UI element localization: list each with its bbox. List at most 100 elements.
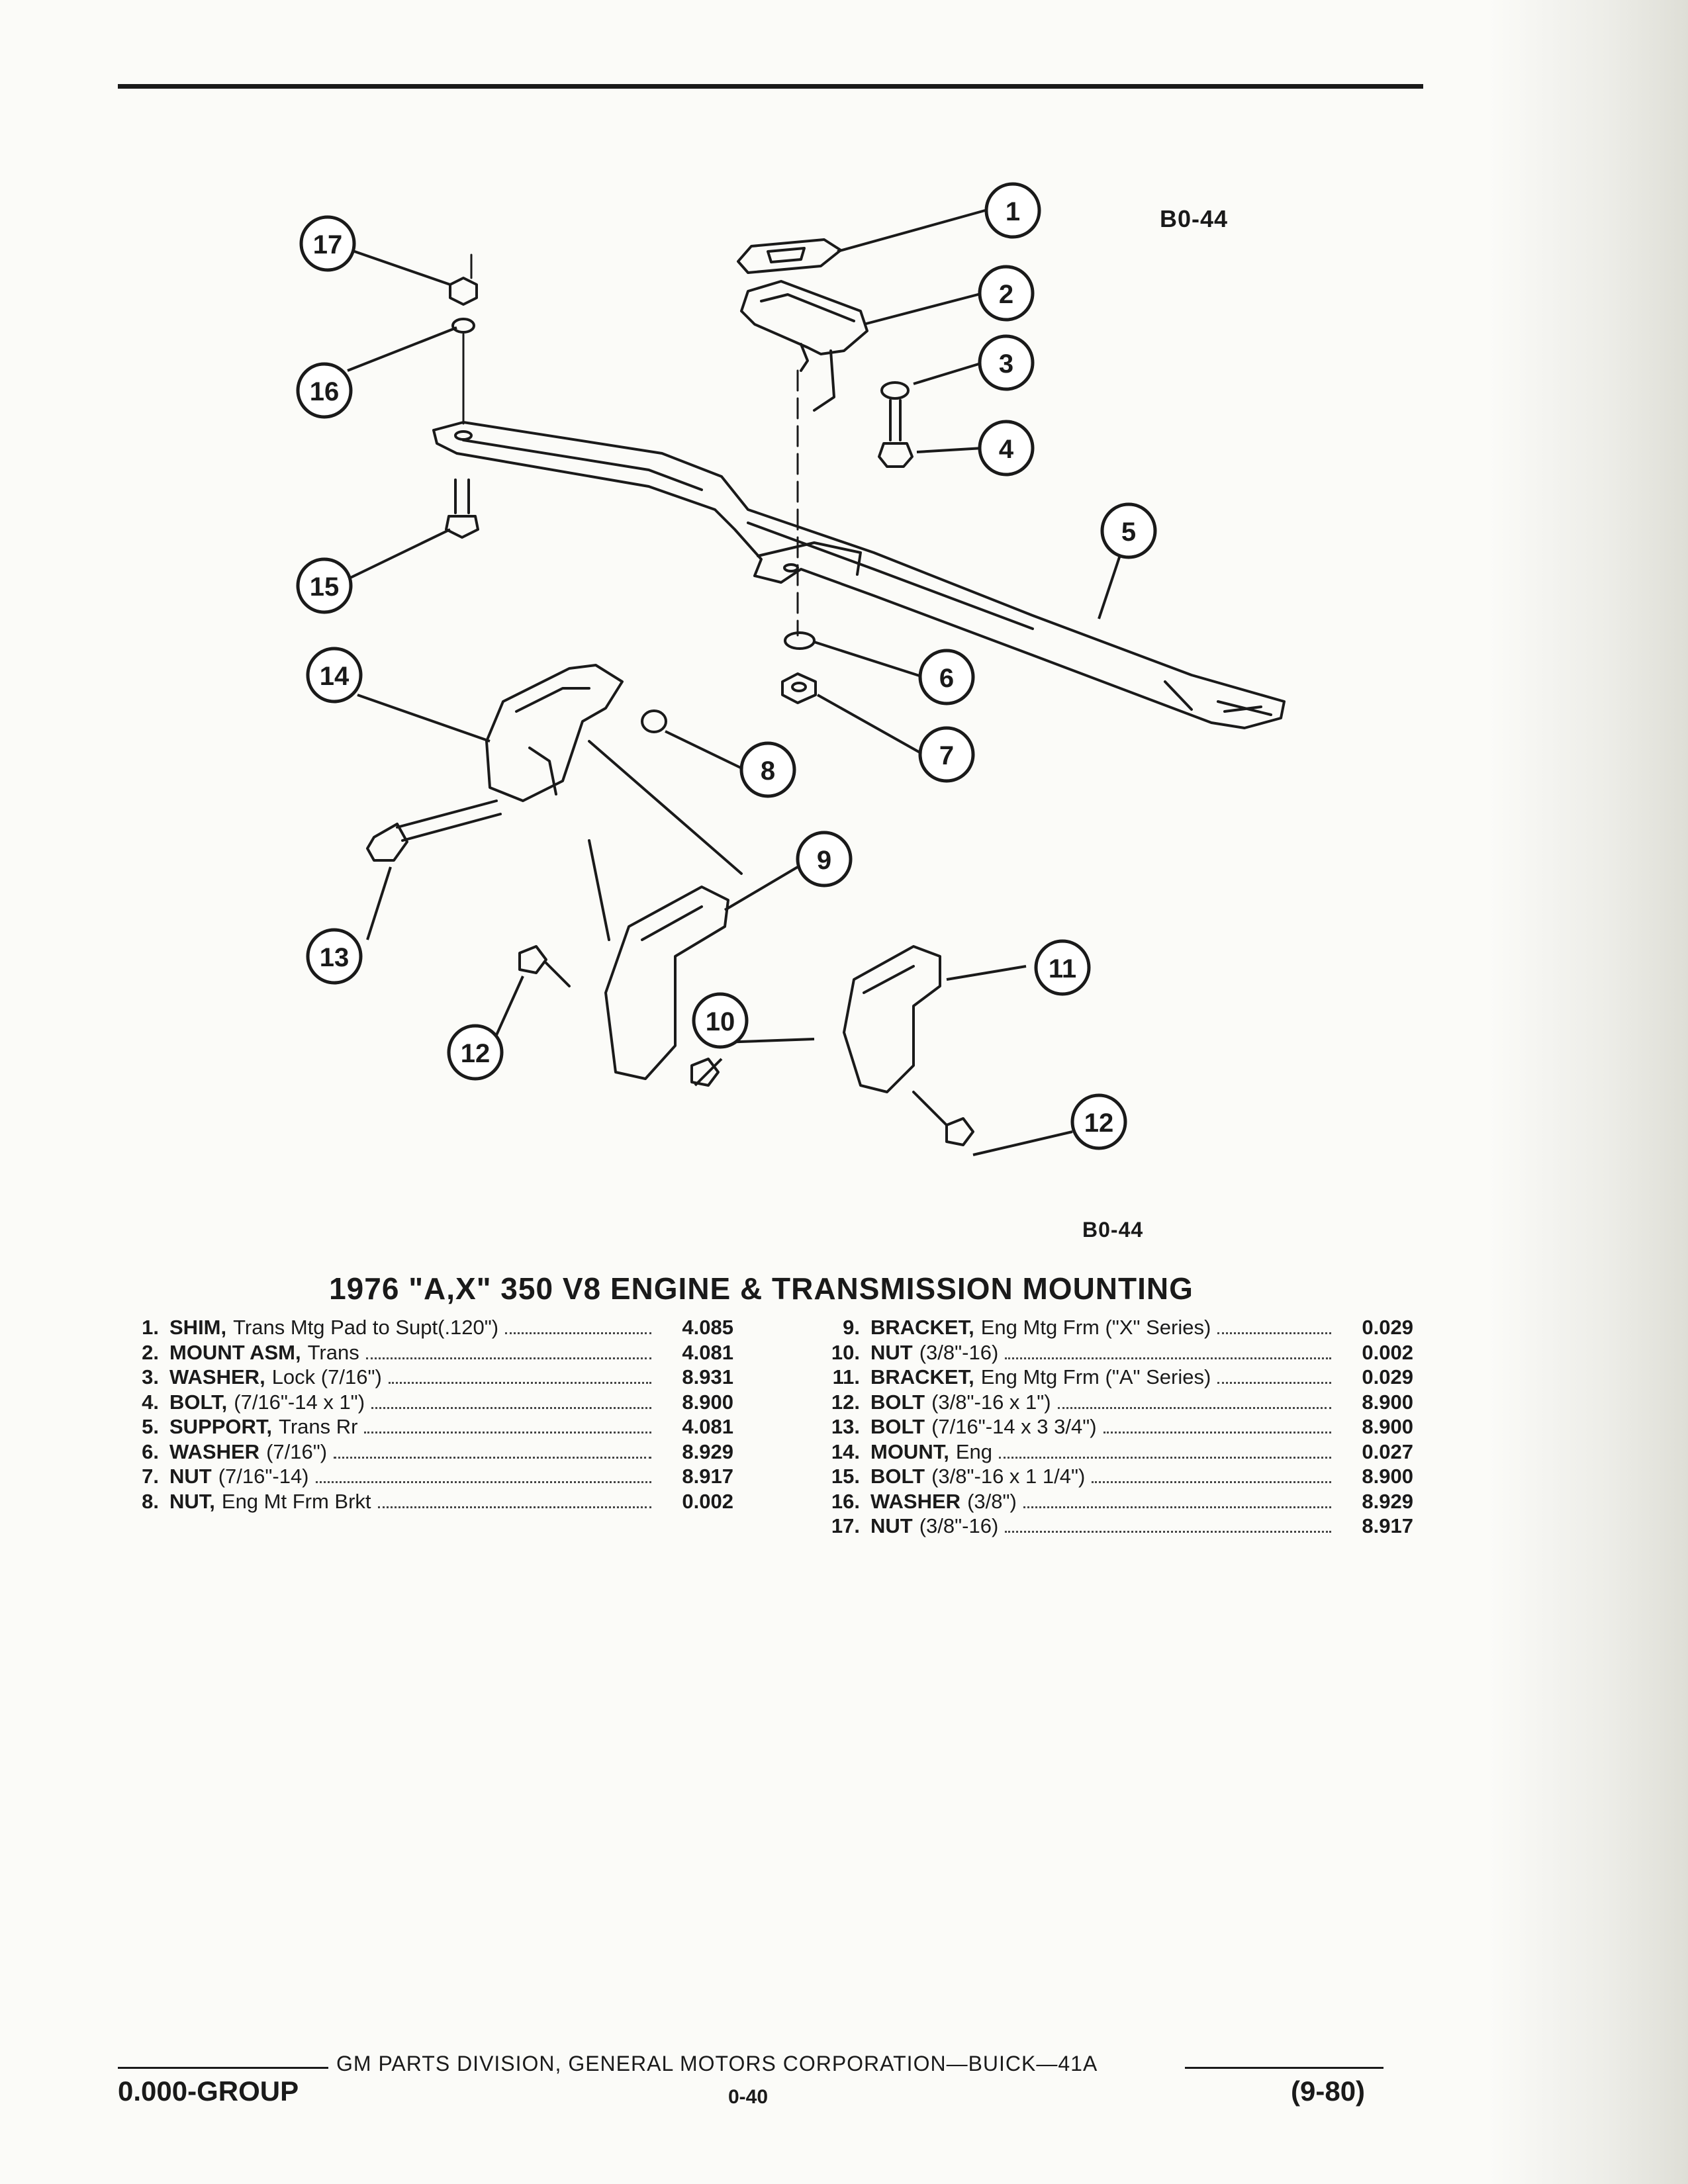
- top-rule: [118, 84, 1423, 89]
- part-group-code: 0.029: [1362, 1365, 1413, 1388]
- part-name: BOLT: [870, 1465, 925, 1488]
- dot-leader: [1057, 1406, 1331, 1409]
- nut-7-drawing: [781, 672, 817, 704]
- dot-leader: [1005, 1357, 1331, 1359]
- callout-12-right: 12: [1084, 1109, 1114, 1138]
- part-name: WASHER: [870, 1489, 961, 1513]
- part-row: 10.NUT(3/8"-16)0.002: [791, 1341, 1413, 1366]
- part-number: 3.: [142, 1365, 159, 1388]
- nut-17-drawing: [449, 277, 478, 306]
- trans-mount-drawing: [740, 280, 868, 412]
- part-row: 12.BOLT(3/8"-16 x 1")8.900: [791, 1390, 1413, 1416]
- dot-leader: [999, 1456, 1331, 1459]
- part-number: 12.: [831, 1390, 860, 1414]
- figure-code-bottom: B0-44: [1082, 1218, 1144, 1242]
- part-group-code: 0.027: [1362, 1439, 1413, 1463]
- part-row: 11.BRACKET,Eng Mtg Frm ("A" Series)0.029: [791, 1365, 1413, 1390]
- part-row: 7.NUT(7/16"-14)8.917: [118, 1465, 733, 1490]
- part-number: 6.: [142, 1439, 159, 1463]
- part-row: 1.SHIM,Trans Mtg Pad to Supt(.120")4.085: [118, 1316, 733, 1341]
- part-number: 13.: [831, 1415, 860, 1438]
- footer-rule-right: [1185, 2067, 1383, 2069]
- bolt-4-drawing: [878, 399, 914, 468]
- bolt-12-left-drawing: [518, 945, 571, 987]
- part-number: 8.: [142, 1489, 159, 1513]
- part-row: 3.WASHER,Lock (7/16")8.931: [118, 1365, 733, 1390]
- dot-leader: [377, 1506, 651, 1508]
- part-description: Eng Mt Frm Brkt: [221, 1489, 371, 1513]
- callout-1: 1: [1006, 197, 1020, 226]
- footer-page-number: 0-40: [728, 2086, 769, 2108]
- callout-6: 6: [939, 664, 954, 693]
- part-row: 16.WASHER(3/8")8.929: [791, 1490, 1413, 1515]
- part-number: 10.: [831, 1340, 860, 1364]
- callout-13: 13: [320, 943, 350, 972]
- part-name: SUPPORT,: [169, 1415, 273, 1438]
- part-description: (3/8"-16): [919, 1340, 999, 1364]
- part-description: (3/8"-16): [919, 1514, 999, 1537]
- page-title: 1976 "A,X" 350 V8 ENGINE & TRANSMISSION …: [329, 1271, 1194, 1306]
- part-name: NUT,: [169, 1489, 215, 1513]
- nut-10-drawing: [690, 1058, 720, 1087]
- part-group-code: 0.002: [682, 1489, 733, 1513]
- part-description: (7/16"): [266, 1439, 328, 1463]
- part-description: Eng Mtg Frm ("X" Series): [980, 1316, 1211, 1339]
- part-group-code: 8.900: [1362, 1390, 1413, 1414]
- exploded-parts-diagram: 1 2 3 4 5 6 7 8 9 10 11 12 12 13 14 15 1…: [296, 182, 1286, 1156]
- part-description: (7/16"-14 x 3 3/4"): [931, 1415, 1097, 1438]
- dot-leader: [334, 1456, 651, 1459]
- part-name: MOUNT ASM,: [169, 1340, 301, 1364]
- callout-15: 15: [310, 572, 340, 602]
- footer-rule-left: [118, 2067, 328, 2069]
- part-description: Eng: [955, 1439, 992, 1463]
- part-name: NUT: [169, 1465, 212, 1488]
- washer-3-drawing: [880, 381, 910, 400]
- dot-leader: [1005, 1531, 1331, 1533]
- part-description: (3/8"-16 x 1 1/4"): [931, 1465, 1086, 1488]
- part-row: 17.NUT(3/8"-16)8.917: [791, 1514, 1413, 1539]
- part-description: (7/16"-14 x 1"): [234, 1390, 365, 1414]
- dot-leader: [388, 1382, 651, 1384]
- part-group-code: 8.917: [1362, 1514, 1413, 1537]
- part-group-code: 4.081: [682, 1415, 733, 1438]
- part-description: (3/8"-16 x 1"): [931, 1390, 1051, 1414]
- callout-7: 7: [939, 741, 954, 770]
- part-description: Trans Rr: [279, 1415, 358, 1438]
- engine-mount-drawing: [485, 664, 624, 802]
- part-row: 13.BOLT(7/16"-14 x 3 3/4")8.900: [791, 1415, 1413, 1440]
- callout-8: 8: [761, 756, 775, 786]
- callout-14: 14: [320, 662, 350, 691]
- footer-division: GM PARTS DIVISION, GENERAL MOTORS CORPOR…: [336, 2052, 1098, 2075]
- bolt-15-drawing: [445, 478, 479, 539]
- dot-leader: [371, 1406, 651, 1409]
- part-number: 16.: [831, 1489, 860, 1513]
- part-description: Trans Mtg Pad to Supt(.120"): [233, 1316, 499, 1339]
- callout-10: 10: [706, 1007, 735, 1036]
- part-group-code: 8.929: [1362, 1489, 1413, 1513]
- part-group-code: 8.929: [682, 1439, 733, 1463]
- part-description: Lock (7/16"): [271, 1365, 382, 1388]
- dot-leader: [505, 1332, 651, 1334]
- part-row: 8. NUT,Eng Mt Frm Brkt 0.002: [118, 1490, 733, 1515]
- dot-leader: [1217, 1382, 1331, 1384]
- callout-16: 16: [310, 377, 340, 406]
- figure-code-top: B0-44: [1160, 205, 1229, 232]
- part-description: Trans: [307, 1340, 359, 1364]
- part-name: SHIM,: [169, 1316, 227, 1339]
- callout-12-left: 12: [461, 1039, 491, 1068]
- dot-leader: [1023, 1506, 1331, 1508]
- part-number: 11.: [832, 1365, 860, 1388]
- callout-4: 4: [999, 435, 1014, 464]
- callout-9: 9: [817, 846, 831, 875]
- part-name: WASHER: [169, 1439, 260, 1463]
- part-group-code: 4.081: [682, 1340, 733, 1364]
- part-number: 2.: [142, 1340, 159, 1364]
- part-description: (7/16"-14): [218, 1465, 309, 1488]
- part-group-code: 8.931: [682, 1365, 733, 1388]
- part-row: 4.BOLT,(7/16"-14 x 1")8.900: [118, 1390, 733, 1416]
- part-name: NUT: [870, 1340, 913, 1364]
- dot-leader: [1103, 1432, 1331, 1433]
